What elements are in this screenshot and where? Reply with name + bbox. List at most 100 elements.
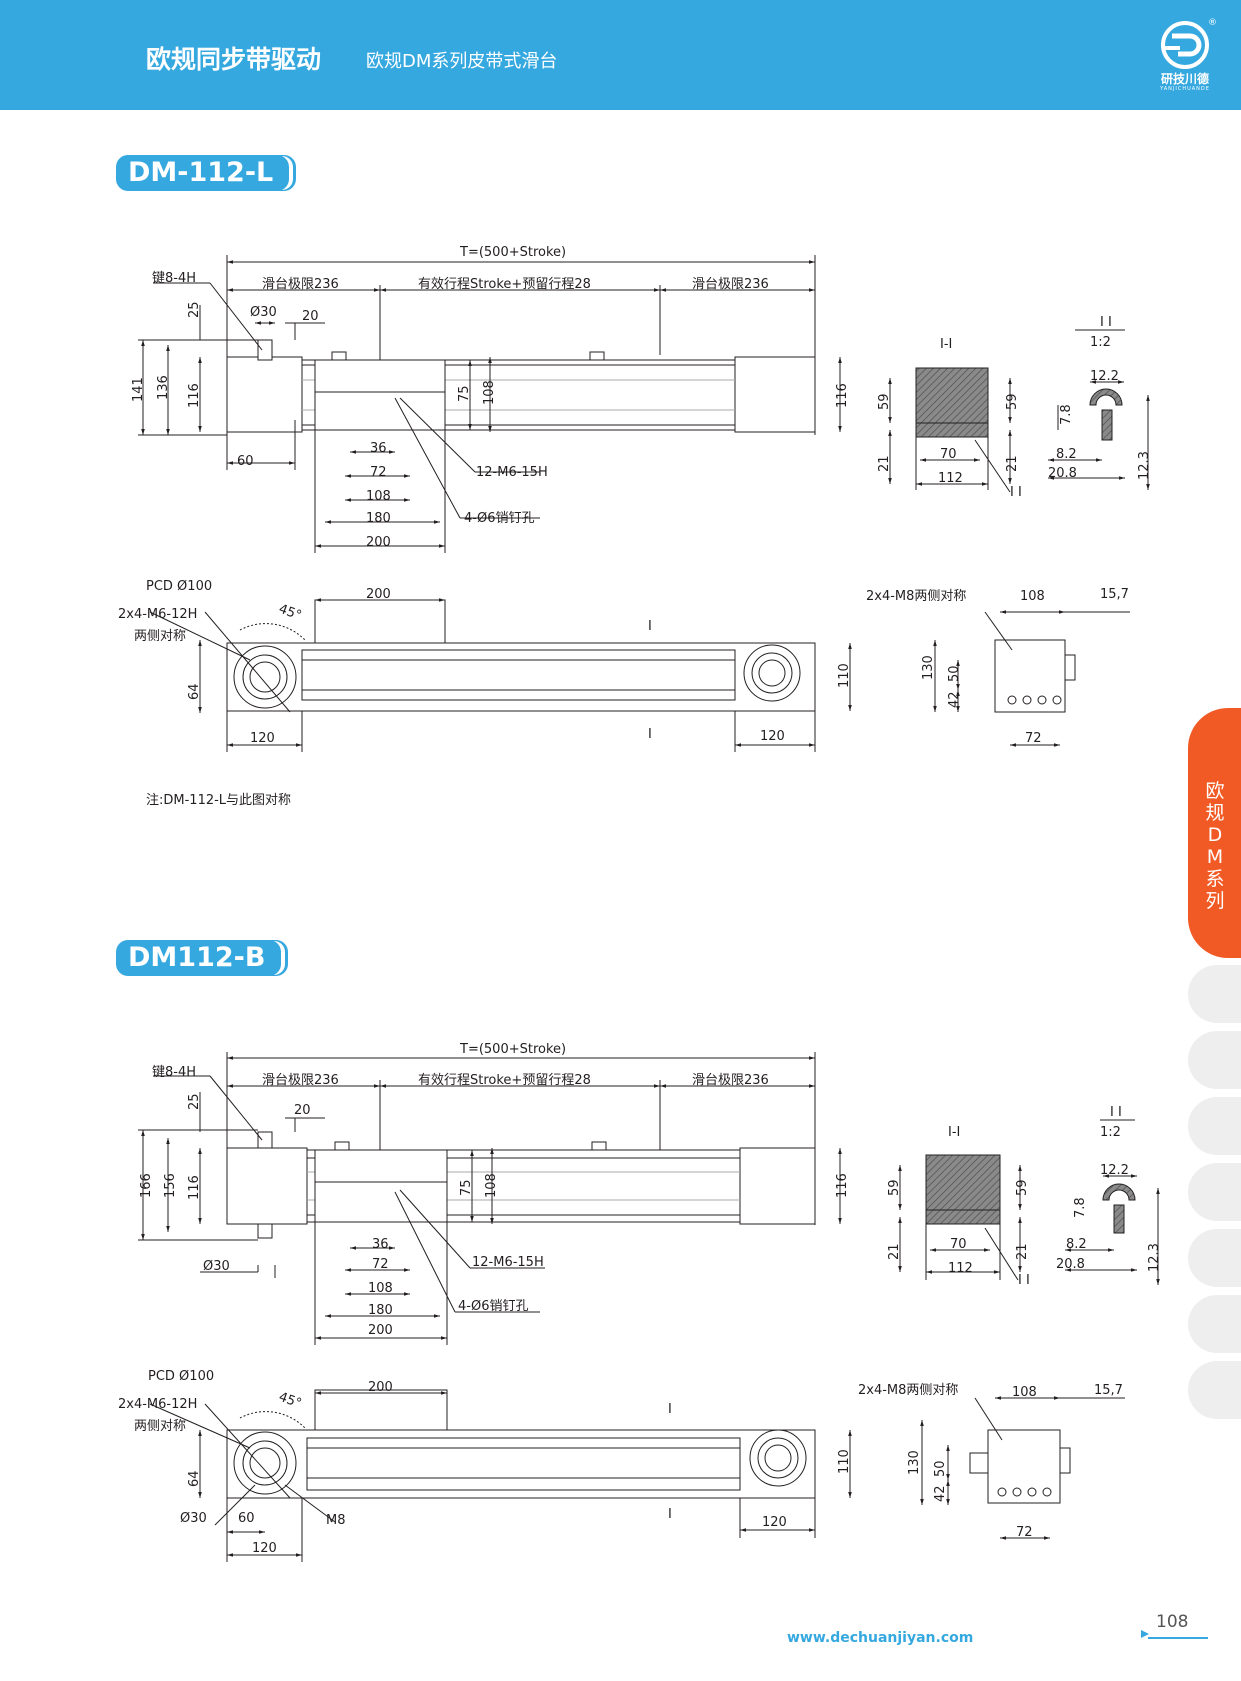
side-tab[interactable] [1188, 1229, 1241, 1287]
dim-200: 200 [366, 535, 391, 550]
side-tab-active[interactable]: 欧规DM系列 [1188, 708, 1241, 958]
dim-108-bottom: 108 [366, 489, 391, 504]
dim-108-bottom: 108 [368, 1281, 393, 1296]
sec-ii-mark: I I [1010, 485, 1022, 500]
sec-21-right: 21 [1015, 1243, 1030, 1260]
label-m6: 2x4-M6-12H [118, 607, 197, 622]
sec-59-right: 59 [1005, 393, 1020, 410]
end-108: 108 [1020, 589, 1045, 604]
prof-7-8: 7.8 [1059, 404, 1074, 425]
label-m8: 2x4-M8两侧对称 [866, 589, 966, 604]
logo-subtext: YANJICHUANDE [1160, 86, 1210, 92]
dim-116-right: 116 [835, 383, 850, 408]
side-tab[interactable] [1188, 1295, 1241, 1353]
prof-12-3: 12.3 [1147, 1243, 1162, 1272]
dim-stroke: 有效行程Stroke+预留行程28 [418, 1073, 591, 1088]
dim-120-right: 120 [762, 1515, 787, 1530]
section-i-i: I-I [940, 337, 952, 352]
page-header: 欧规同步带驱动 欧规DM系列皮带式滑台 ® 研技川德 YANJICHUANDE [0, 0, 1241, 110]
model-label-first: DM-112-L [116, 155, 290, 191]
end-15-7: 15,7 [1100, 587, 1129, 602]
drawing-1-labels: T=(500+Stroke) 键8-4H 滑台极限236 有效行程Stroke+… [118, 245, 1152, 746]
dim-60: 60 [237, 454, 254, 469]
dim-72: 72 [372, 1257, 389, 1272]
dim-75: 75 [457, 385, 472, 402]
dim-64: 64 [187, 1470, 202, 1487]
label-key: 键8-4H [152, 1065, 196, 1080]
section-i-i: I-I [948, 1125, 960, 1140]
dim-116: 116 [187, 1175, 202, 1200]
label-pcd: PCD Ø100 [148, 1369, 214, 1384]
scale: 1:2 [1100, 1125, 1121, 1140]
dim-72: 72 [370, 465, 387, 480]
label-pins: 4-Ø6销钉孔 [458, 1299, 528, 1314]
dim-75: 75 [459, 1179, 474, 1196]
footer-website[interactable]: www.dechuanjiyan.com [787, 1630, 974, 1646]
side-tab[interactable] [1188, 1031, 1241, 1089]
end-108: 108 [1012, 1385, 1037, 1400]
dim-front-200: 200 [368, 1380, 393, 1395]
side-tab[interactable] [1188, 1097, 1241, 1155]
side-tabs [1188, 965, 1241, 1435]
dim-141: 141 [131, 377, 146, 402]
dim-116: 116 [187, 383, 202, 408]
side-tab-label: 欧规DM系列 [1205, 780, 1225, 912]
dim-stroke: 有效行程Stroke+预留行程28 [418, 277, 591, 292]
logo-text: 研技川德 [1160, 72, 1209, 86]
prof-12-2: 12.2 [1100, 1163, 1129, 1178]
section-ii: I I [1110, 1105, 1122, 1120]
dim-25: 25 [187, 301, 202, 318]
end-72: 72 [1016, 1525, 1033, 1540]
page-rule [1148, 1637, 1208, 1639]
dim-front-d30: Ø30 [180, 1511, 207, 1526]
label-45: 45° [277, 602, 304, 624]
label-sym: 两侧对称 [134, 1419, 186, 1434]
dim-limit-right: 滑台极限236 [692, 277, 769, 292]
sec-59-right: 59 [1015, 1179, 1030, 1196]
dim-36: 36 [370, 441, 387, 456]
end-50: 50 [947, 665, 962, 682]
drawing-1 [138, 255, 1150, 752]
dim-60: 60 [238, 1511, 255, 1526]
section-mark-bottom: I [648, 727, 652, 742]
dim-120-left: 120 [252, 1541, 277, 1556]
brand-logo: ® 研技川德 YANJICHUANDE [1150, 18, 1220, 98]
dim-20: 20 [294, 1103, 311, 1118]
dim-180: 180 [366, 511, 391, 526]
side-tab[interactable] [1188, 965, 1241, 1023]
end-50: 50 [933, 1460, 948, 1477]
dim-front-200: 200 [366, 587, 391, 602]
sec-21-left: 21 [877, 455, 892, 472]
label-m8: 2x4-M8两侧对称 [858, 1383, 958, 1398]
dim-136: 136 [156, 375, 171, 400]
dim-36: 36 [372, 1237, 389, 1252]
dim-120-right: 120 [760, 729, 785, 744]
end-15-7: 15,7 [1094, 1383, 1123, 1398]
side-tab[interactable] [1188, 1361, 1241, 1419]
end-42: 42 [947, 691, 962, 708]
label-sym: 两侧对称 [134, 629, 186, 644]
dim-25: 25 [187, 1093, 202, 1110]
page-number: 108 [1156, 1612, 1189, 1632]
dim-limit-left: 滑台极限236 [262, 1073, 339, 1088]
section-mark-top: I [668, 1402, 672, 1417]
label-thread: 12-M6-15H [476, 465, 548, 480]
end-42: 42 [933, 1485, 948, 1502]
scale: 1:2 [1090, 335, 1111, 350]
prof-8-2: 8.2 [1066, 1237, 1087, 1252]
section-mark-top: I [648, 619, 652, 634]
sec-70: 70 [940, 447, 957, 462]
side-tab[interactable] [1188, 1163, 1241, 1221]
page-subtitle: 欧规DM系列皮带式滑台 [366, 51, 558, 72]
dim-20: 20 [302, 309, 319, 324]
sec-21-left: 21 [887, 1243, 902, 1260]
sec-70: 70 [950, 1237, 967, 1252]
dim-180: 180 [368, 1303, 393, 1318]
dim-200: 200 [368, 1323, 393, 1338]
label-45: 45° [277, 1390, 304, 1412]
dim-116-right: 116 [835, 1173, 850, 1198]
sec-59-left: 59 [877, 393, 892, 410]
sec-112: 112 [948, 1261, 973, 1276]
dim-d30: Ø30 [203, 1259, 230, 1274]
